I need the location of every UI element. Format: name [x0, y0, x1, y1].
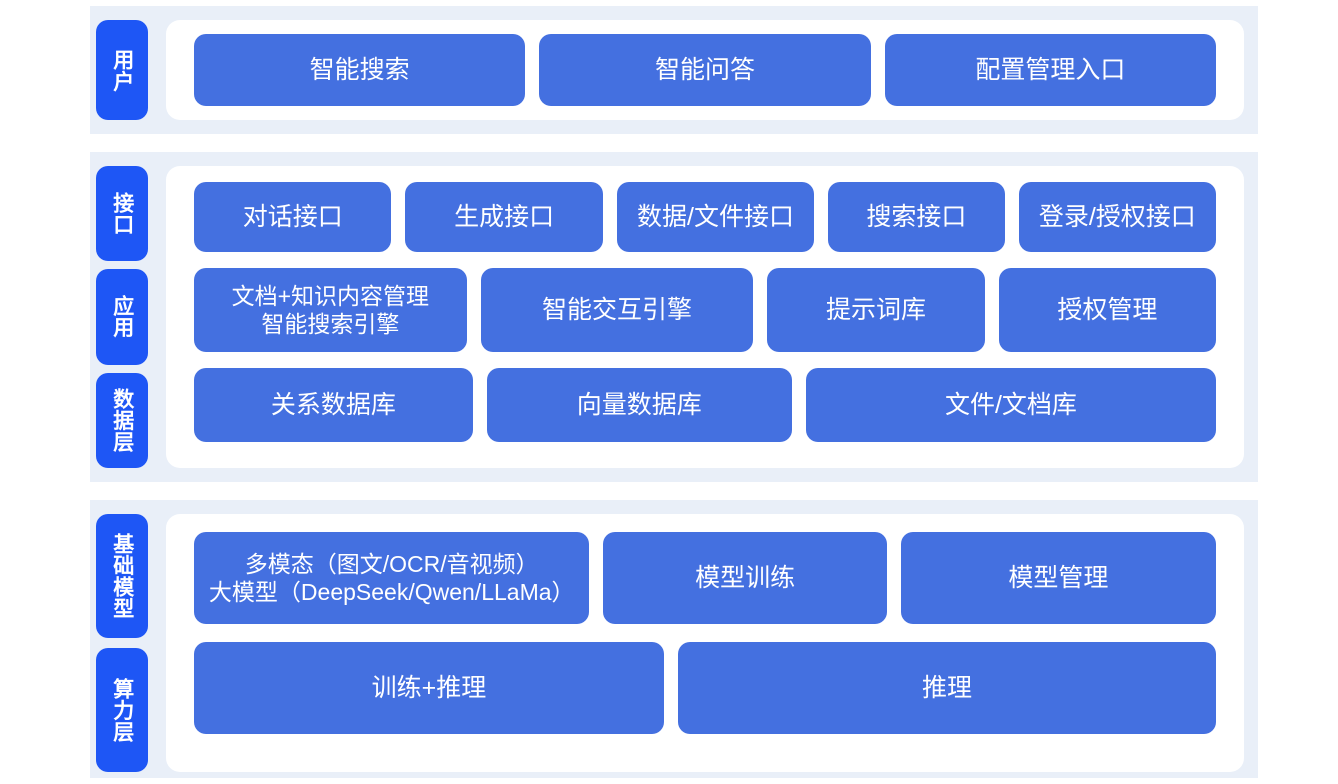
section-label-compute-layer: 算力层 — [96, 648, 148, 772]
section-label-application: 应用 — [96, 269, 148, 365]
card-user: 智能搜索 智能问答 配置管理入口 — [166, 20, 1244, 120]
section-label-foundation-model: 基础模型 — [96, 514, 148, 638]
box-relational-database[interactable]: 关系数据库 — [194, 368, 473, 442]
section-foundation: 基础模型 算力层 多模态（图文/OCR/音视频） 大模型（DeepSeek/Qw… — [90, 500, 1258, 778]
box-intelligent-interaction-engine[interactable]: 智能交互引擎 — [480, 268, 754, 352]
box-inference[interactable]: 推理 — [677, 642, 1216, 734]
box-dialogue-api[interactable]: 对话接口 — [194, 182, 392, 252]
box-intelligent-qa[interactable]: 智能问答 — [539, 34, 871, 106]
label-column-user: 用户 — [90, 6, 154, 134]
box-prompt-library[interactable]: 提示词库 — [767, 268, 985, 352]
box-vector-database[interactable]: 向量数据库 — [486, 368, 792, 442]
section-label-interface: 接口 — [96, 166, 148, 262]
box-model-training[interactable]: 模型训练 — [603, 532, 887, 624]
box-search-api[interactable]: 搜索接口 — [828, 182, 1005, 252]
row-compute-items: 训练+推理 推理 — [166, 642, 1244, 734]
row-interface-items: 对话接口 生成接口 数据/文件接口 搜索接口 登录/授权接口 — [166, 182, 1244, 252]
section-label-data-layer: 数据层 — [96, 372, 148, 468]
box-training-plus-inference[interactable]: 训练+推理 — [194, 642, 664, 734]
row-application-items: 文档+知识内容管理 智能搜索引擎 智能交互引擎 提示词库 授权管理 — [166, 268, 1244, 352]
box-generation-api[interactable]: 生成接口 — [405, 182, 603, 252]
box-config-management-entry[interactable]: 配置管理入口 — [884, 34, 1216, 106]
section-label-user: 用户 — [96, 20, 148, 120]
box-data-file-api[interactable]: 数据/文件接口 — [616, 182, 815, 252]
row-data-items: 关系数据库 向量数据库 文件/文档库 — [166, 368, 1244, 442]
box-intelligent-search[interactable]: 智能搜索 — [194, 34, 526, 106]
box-file-document-store[interactable]: 文件/文档库 — [805, 368, 1217, 442]
section-platform: 接口 应用 数据层 对话接口 生成接口 数据/文件接口 搜索接口 登录/授权接口… — [90, 152, 1258, 482]
card-platform: 对话接口 生成接口 数据/文件接口 搜索接口 登录/授权接口 文档+知识内容管理… — [166, 166, 1244, 468]
box-model-management[interactable]: 模型管理 — [900, 532, 1216, 624]
label-column-foundation: 基础模型 算力层 — [90, 500, 154, 778]
section-user: 用户 智能搜索 智能问答 配置管理入口 — [90, 6, 1258, 134]
label-column-platform: 接口 应用 数据层 — [90, 152, 154, 482]
row-user-entries: 智能搜索 智能问答 配置管理入口 — [166, 34, 1244, 106]
box-multimodal-large-model[interactable]: 多模态（图文/OCR/音视频） 大模型（DeepSeek/Qwen/LLaMa） — [194, 532, 590, 624]
row-model-items: 多模态（图文/OCR/音视频） 大模型（DeepSeek/Qwen/LLaMa）… — [166, 532, 1244, 624]
box-authorization-management[interactable]: 授权管理 — [998, 268, 1216, 352]
box-document-knowledge-management[interactable]: 文档+知识内容管理 智能搜索引擎 — [194, 268, 467, 352]
box-login-auth-api[interactable]: 登录/授权接口 — [1018, 182, 1217, 252]
card-foundation: 多模态（图文/OCR/音视频） 大模型（DeepSeek/Qwen/LLaMa）… — [166, 514, 1244, 772]
